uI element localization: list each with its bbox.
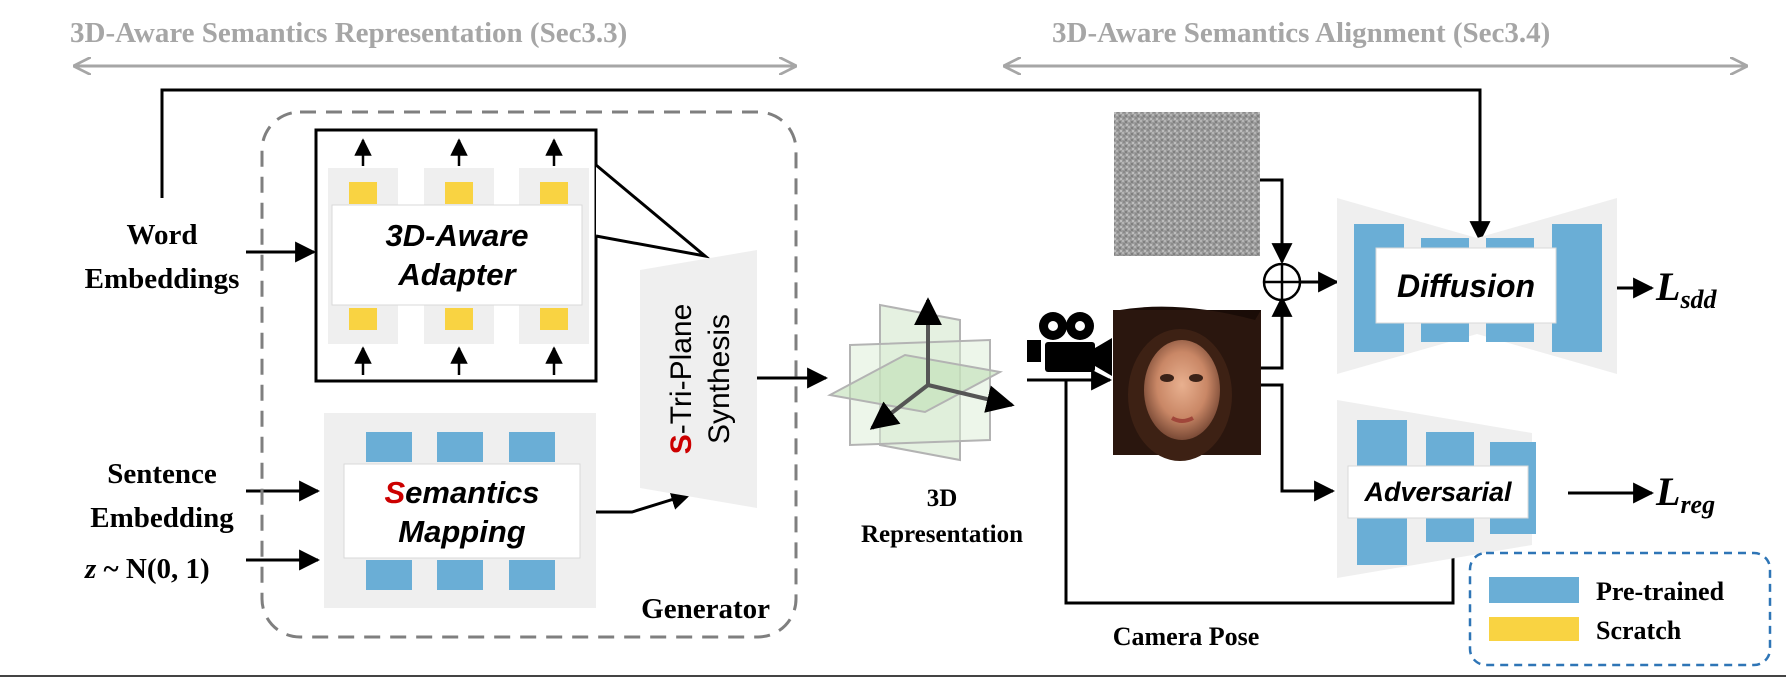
legend-label-scratch: Scratch	[1596, 616, 1682, 645]
triplane-label-line1: S-Tri-Plane	[665, 304, 698, 455]
adapter-scratch-bottom-3	[540, 308, 568, 330]
adapter-scratch-top-1	[349, 182, 377, 204]
adversarial-label: Adversarial	[1363, 477, 1512, 507]
diffusion-block: Diffusion	[1337, 198, 1617, 374]
generator-container	[260, 110, 798, 639]
legend-swatch-pretrained	[1489, 577, 1579, 603]
camera-icon	[1027, 312, 1112, 376]
word-embeddings-line2: Embeddings	[85, 263, 240, 295]
axis-left	[869, 383, 930, 430]
semantics-mapping-block: Semantics Mapping	[324, 413, 596, 608]
triplane-trapezoid	[640, 250, 757, 508]
loss-reg: Lreg	[1655, 469, 1715, 519]
mapping-pretrained-top-2	[437, 432, 483, 462]
loss-sdd-main: L	[1655, 264, 1680, 309]
diffusion-pretrained-4	[1552, 224, 1602, 352]
noise-symbol: z	[84, 553, 97, 585]
adapter-label-line1: 3D-Aware	[386, 218, 529, 253]
representation-label-line2: Representation	[861, 521, 1023, 548]
input-word-embeddings: Word Embeddings	[85, 219, 240, 295]
noise-distribution: ~ N(0, 1)	[96, 553, 209, 585]
sentence-embedding-line1: Sentence	[107, 458, 217, 490]
section-header-left: 3D-Aware Semantics Representation (Sec3.…	[70, 17, 795, 66]
loss-sdd: Lsdd	[1655, 264, 1718, 314]
adapter-block: 3D-Aware Adapter	[314, 128, 711, 383]
adversarial-block: Adversarial	[1337, 400, 1536, 578]
loss-sdd-subscript: sdd	[1679, 285, 1717, 314]
loss-reg-main: L	[1655, 469, 1680, 514]
sum-operator-icon	[1262, 262, 1302, 302]
sentence-embedding-line2: Embedding	[90, 502, 234, 534]
legend-label-pretrained: Pre-trained	[1596, 577, 1725, 606]
section-header-right: 3D-Aware Semantics Alignment (Sec3.4)	[1005, 17, 1746, 66]
word-to-diffusion-connector	[160, 88, 1491, 243]
noise-input-label: z ~ N(0, 1)	[84, 553, 210, 585]
mapping-label-card	[343, 463, 581, 559]
legend: Pre-trained Scratch	[1468, 551, 1772, 667]
generator-label: Generator	[641, 593, 770, 625]
legend-swatch-scratch	[1489, 617, 1579, 641]
diffusion-label: Diffusion	[1397, 268, 1535, 304]
diffusion-label-card	[1375, 247, 1557, 324]
adapter-label-line2: Adapter	[397, 257, 517, 292]
mapping-pretrained-bottom-3	[509, 560, 555, 590]
mapping-label-rest: emantics	[405, 475, 539, 510]
adapter-scratch-top-3	[540, 182, 568, 204]
input-sentence-embedding: Sentence Embedding	[90, 458, 234, 534]
mapping-pretrained-bottom-1	[366, 560, 412, 590]
triplane-synthesis-block: S-Tri-Plane Synthesis	[640, 250, 757, 508]
axis-right	[927, 383, 1015, 413]
camera-pose-label: Camera Pose	[1113, 622, 1260, 651]
tri-plane-visual	[826, 297, 1015, 462]
legend-frame	[1468, 551, 1772, 667]
mapping-pretrained-bottom-2	[437, 560, 483, 590]
adapter-callout-wedge	[595, 163, 711, 259]
loss-reg-subscript: reg	[1680, 490, 1715, 519]
noise-image	[1114, 112, 1260, 256]
triplane-label-line2: Synthesis	[703, 314, 736, 444]
adapter-label-card	[331, 204, 583, 306]
mapping-pretrained-top-1	[366, 432, 412, 462]
adversarial-label-card	[1347, 465, 1529, 519]
mapping-highlight-letter: S	[384, 475, 405, 510]
representation-label-line1: 3D	[927, 485, 958, 512]
section-title-representation: 3D-Aware Semantics Representation (Sec3.…	[70, 17, 627, 49]
mapping-label-line2: Mapping	[398, 514, 525, 549]
camera-pose-connector	[1064, 380, 1464, 605]
section-title-alignment: 3D-Aware Semantics Alignment (Sec3.4)	[1052, 17, 1550, 49]
adapter-scratch-bottom-1	[349, 308, 377, 330]
portrait-to-sum-connector	[1261, 295, 1293, 370]
adapter-scratch-top-2	[445, 182, 473, 204]
adapter-scratch-bottom-2	[445, 308, 473, 330]
rendered-portrait-image	[1113, 306, 1261, 461]
noise-to-sum-connector	[1260, 178, 1293, 265]
mapping-label-line1: Semantics	[384, 475, 539, 510]
mapping-pretrained-top-3	[509, 432, 555, 462]
portrait-to-adversarial-connector	[1261, 383, 1336, 502]
triplane-highlight-letter: S	[665, 434, 698, 454]
mapping-to-synthesis-arrow	[596, 489, 693, 514]
word-embeddings-line1: Word	[127, 219, 198, 251]
triplane-label-rest: -Tri-Plane	[665, 304, 698, 435]
